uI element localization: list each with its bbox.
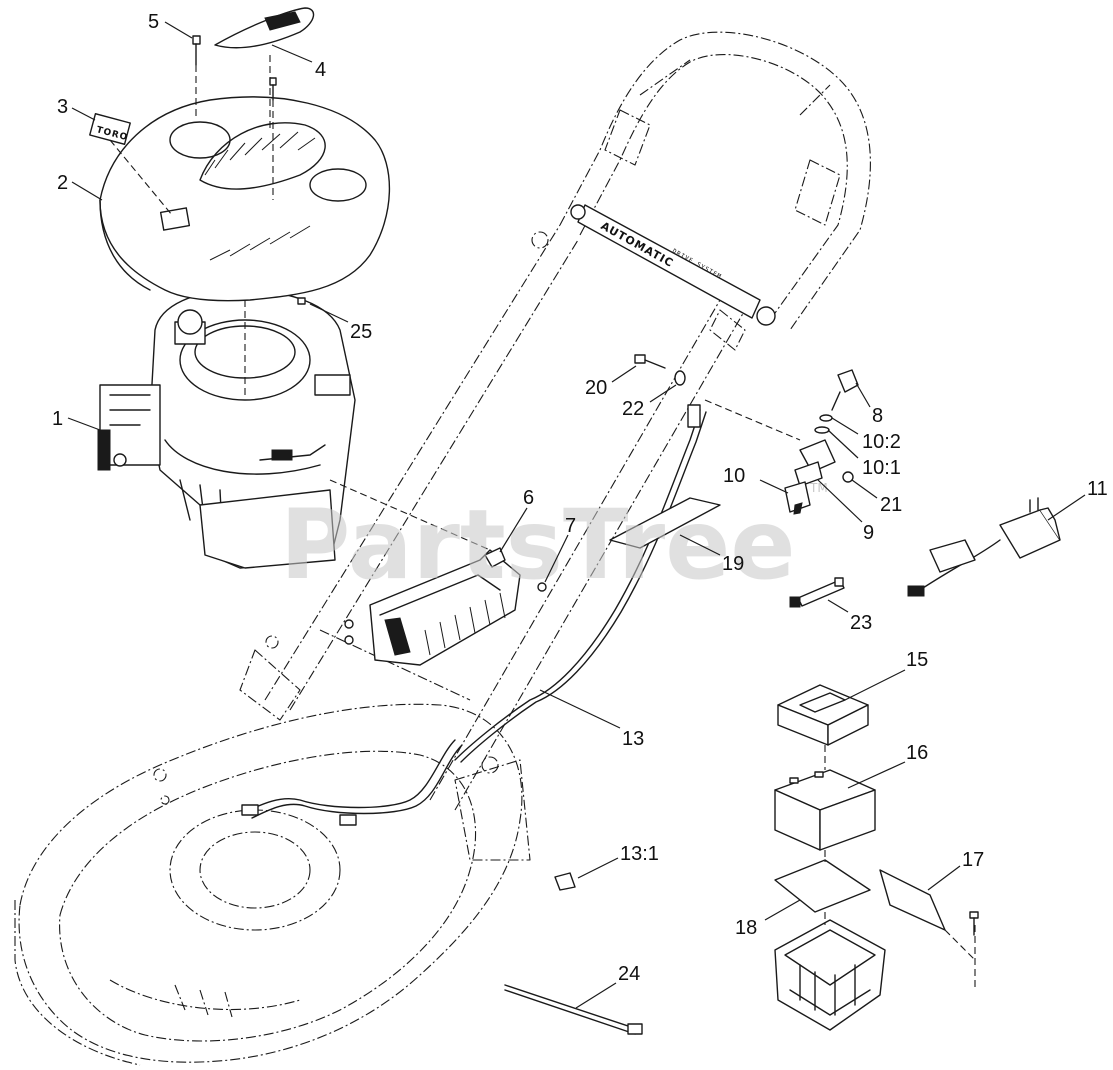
watermark-text: PartsTree [280, 489, 795, 601]
callout-21: 21 [880, 494, 902, 516]
callout-15: 15 [906, 649, 928, 671]
cover-decal [214, 7, 315, 49]
callout-16: 16 [906, 742, 928, 764]
callout-25: 25 [350, 321, 372, 343]
battery-tray [774, 919, 886, 1031]
cable-23 [789, 577, 845, 608]
screw-a [344, 619, 354, 629]
wire-harness [241, 404, 707, 826]
callout-layer: 1 2 3 4 5 6 7 8 10:2 10:1 21 9 1 [52, 11, 1108, 1009]
callout-10: 10 [723, 465, 745, 487]
battery [774, 769, 876, 851]
handle-decal-label: AUTOMATIC [599, 219, 676, 270]
plate-17 [879, 869, 946, 931]
callout-1: 1 [52, 408, 63, 430]
mower-deck [14, 703, 523, 1066]
tray-screw [969, 911, 979, 936]
washer-22 [674, 370, 686, 386]
callout-13: 13 [622, 728, 644, 750]
callout-19: 19 [722, 553, 744, 575]
battery-bracket [369, 547, 521, 666]
callout-11: 11 [1087, 478, 1108, 500]
callout-8: 8 [872, 405, 883, 427]
logo-decal: TORO [89, 113, 131, 145]
callout-6: 6 [523, 487, 534, 509]
engine [97, 289, 356, 569]
callout-23: 23 [850, 612, 872, 634]
charger [907, 497, 1061, 597]
harness-19 [609, 497, 721, 549]
callout-10-2: 10:2 [862, 431, 901, 453]
upper-handle [559, 31, 871, 351]
washer-10-1 [814, 426, 830, 434]
callout-7: 7 [565, 515, 576, 537]
key-8 [831, 369, 859, 411]
callout-2: 2 [57, 172, 68, 194]
watermark: PartsTree TM [280, 481, 828, 601]
callout-13-1: 13:1 [620, 843, 659, 865]
callout-24: 24 [618, 963, 640, 985]
callout-10-1: 10:1 [862, 457, 901, 479]
cable-tie [504, 984, 643, 1035]
callout-20: 20 [585, 377, 607, 399]
engine-cover [99, 96, 391, 302]
callout-17: 17 [962, 849, 984, 871]
screw-cover [269, 77, 277, 200]
washer-10-2 [819, 414, 833, 422]
watermark-trademark: TM [809, 481, 828, 495]
pad-15 [777, 684, 869, 746]
screw-b [344, 635, 354, 645]
clip-13-1 [554, 872, 576, 891]
pad-18 [774, 859, 871, 913]
callout-9: 9 [863, 522, 874, 544]
screw-5 [192, 35, 201, 120]
handle-crossbar: AUTOMATIC DRIVE SYSTEM [570, 204, 776, 326]
nut-21 [842, 471, 854, 483]
nut-25 [297, 297, 306, 305]
screw-7 [537, 582, 547, 592]
callout-5: 5 [148, 11, 159, 33]
key-switch [784, 439, 836, 515]
callout-3: 3 [57, 96, 68, 118]
callout-22: 22 [622, 398, 644, 420]
bolt-20 [634, 354, 666, 369]
callout-4: 4 [315, 59, 326, 81]
callout-18: 18 [735, 917, 757, 939]
